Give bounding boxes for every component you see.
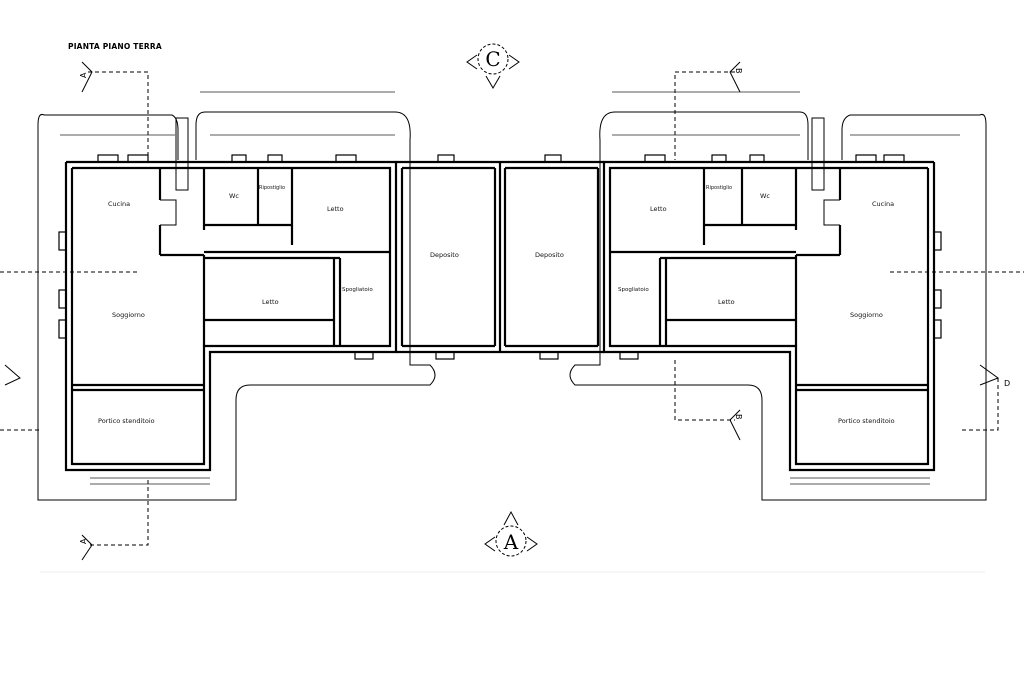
section-line-right: B B [674,61,743,441]
section-right-bottom-label: B [734,414,743,420]
section-right-top-label: B [734,68,743,74]
room-label-portico-left: Portico stenditoio [98,417,155,425]
entrances [160,117,840,226]
room-label-spogliatoio-left: Spogliatoio [342,287,373,293]
room-label-cucina-left: Cucina [108,200,130,208]
left-unit-walls [64,160,502,472]
room-label-letto-top-right: Letto [650,205,667,213]
south-marker-label: A [503,530,519,554]
section-left-top-label: A [79,72,88,78]
north-marker-label: C [485,47,500,71]
garden-outline [37,111,987,501]
room-label-letto-top-left: Letto [327,205,344,213]
windows [58,154,942,360]
plan-title: PIANTA PIANO TERRA [68,42,162,51]
room-label-deposito-right: Deposito [535,251,564,259]
south-marker: A [484,510,538,557]
room-label-deposito-left: Deposito [430,251,459,259]
dimension-lines [60,91,960,485]
room-label-ripostiglio-right: Ripostiglio [706,185,732,191]
room-label-letto-mid-right: Letto [718,298,735,306]
room-label-soggiorno-left: Soggiorno [112,311,145,319]
section-line-left: A A [79,61,149,561]
section-right-label: D [1004,379,1010,388]
section-left-bottom-label: A [79,538,88,544]
right-unit-walls [500,160,936,472]
room-label-spogliatoio-right: Spogliatoio [618,287,649,293]
room-label-soggiorno-right: Soggiorno [850,311,883,319]
room-label-letto-mid-left: Letto [262,298,279,306]
room-label-wc-right: Wc [760,192,770,200]
room-label-portico-right: Portico stenditoio [838,417,895,425]
north-marker: C [466,43,520,89]
room-label-cucina-right: Cucina [872,200,894,208]
room-label-ripostiglio-left: Ripostiglio [259,185,285,191]
room-label-wc-left: Wc [229,192,239,200]
